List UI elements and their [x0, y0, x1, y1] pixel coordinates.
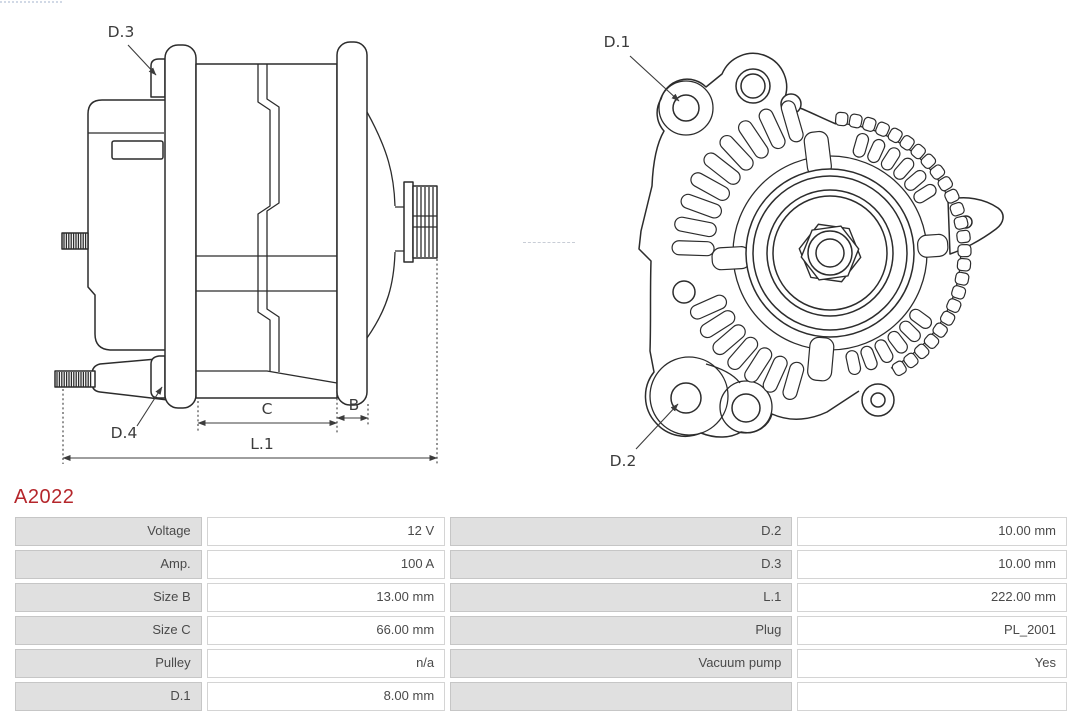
spec-label-cell: Voltage	[15, 517, 202, 546]
ear-top	[150, 58, 166, 98]
side-view-drawing: D.3 D.4 C B L.1	[54, 23, 438, 464]
spec-value-cell: 12 V	[206, 517, 446, 546]
watermark-fragment	[0, 1, 62, 3]
spec-row: Pulley n/a Vacuum pump Yes	[15, 649, 1067, 678]
part-number: A2022	[14, 486, 75, 508]
fan-spokes	[711, 130, 949, 382]
spec-label-cell: D.2	[450, 517, 793, 546]
hole-d1	[672, 94, 700, 122]
stud-lower-threads	[56, 372, 92, 387]
pulley-spline-ribs	[416, 187, 434, 257]
spec-value-cell: Yes	[797, 649, 1067, 678]
pulley	[745, 168, 915, 338]
stud-upper-threads	[63, 233, 87, 249]
label-d2: D.2	[610, 452, 637, 470]
bottom-tab-hole	[870, 392, 886, 408]
spec-row: Voltage 12 V D.2 10.00 mm	[15, 517, 1067, 546]
leader-d1	[629, 55, 680, 102]
spec-label-cell: D.3	[450, 550, 793, 579]
boss-bottom2-circle	[719, 380, 773, 434]
label-d3: D.3	[108, 23, 135, 41]
spec-value-cell: 222.00 mm	[797, 583, 1067, 612]
mount-flange-left	[164, 44, 197, 409]
shaft-bore	[815, 238, 845, 268]
technical-drawing: D.3 D.4 C B L.1	[54, 23, 1004, 470]
label-b: B	[349, 396, 360, 414]
boss-bottom-circle	[649, 356, 729, 436]
spec-value-cell: 8.00 mm	[206, 682, 446, 711]
alternator-drawing-svg: D.3 D.4 C B L.1	[54, 23, 1004, 470]
label-d1: D.1	[604, 33, 631, 51]
terminal-slot	[111, 140, 164, 160]
serrated-ring-teeth	[834, 111, 972, 377]
spec-value-cell: PL_2001	[797, 616, 1067, 645]
front-view-drawing: D.1 D.2	[604, 33, 1004, 470]
spec-label-cell: Vacuum pump	[450, 649, 793, 678]
boss-top-circle	[658, 80, 714, 136]
spec-label-cell: Plug	[450, 616, 793, 645]
spec-value-cell: 66.00 mm	[206, 616, 446, 645]
spec-label-cell: Amp.	[15, 550, 202, 579]
front-bracket-curve	[366, 111, 396, 339]
hole-top2-inner	[740, 73, 766, 99]
hole-bottom2	[731, 393, 761, 423]
leader-d3	[127, 44, 157, 76]
hole-left-mid	[672, 280, 696, 304]
spec-label-cell: Pulley	[15, 649, 202, 678]
mount-flange-right	[336, 41, 368, 406]
label-l1: L.1	[250, 435, 273, 453]
plate-web-line	[705, 363, 741, 384]
spec-table: Voltage 12 V D.2 10.00 mm Amp. 100 A D.3…	[10, 513, 1072, 715]
spec-value-cell	[797, 682, 1067, 711]
spec-value-cell: 13.00 mm	[206, 583, 446, 612]
label-d4: D.4	[111, 424, 138, 442]
leader-d4	[136, 386, 163, 427]
spec-row: Size B 13.00 mm L.1 222.00 mm	[15, 583, 1067, 612]
spec-value-cell: 10.00 mm	[797, 550, 1067, 579]
spec-value-cell: 10.00 mm	[797, 517, 1067, 546]
body-parting-line-2	[266, 64, 280, 372]
stud-lower	[54, 370, 96, 388]
spec-label-cell: Size B	[15, 583, 202, 612]
spec-value-cell: 100 A	[206, 550, 446, 579]
label-c: C	[262, 400, 273, 418]
spec-row: D.1 8.00 mm	[15, 682, 1067, 711]
spec-row: Amp. 100 A D.3 10.00 mm	[15, 550, 1067, 579]
watermark-fragment	[523, 242, 575, 243]
spec-label-cell: Size C	[15, 616, 202, 645]
spec-label-cell: L.1	[450, 583, 793, 612]
body-parting-line-1	[257, 64, 271, 372]
pulley-end-plate	[403, 181, 414, 263]
pulley-groove-lines	[413, 215, 437, 228]
leader-d2	[635, 403, 679, 450]
hole-d2	[670, 382, 702, 414]
spec-label-cell: D.1	[15, 682, 202, 711]
body-foot-line	[196, 370, 338, 384]
spec-label-cell	[450, 682, 793, 711]
rear-housing	[87, 99, 169, 351]
spec-value-cell: n/a	[206, 649, 446, 678]
vent-slots	[671, 100, 937, 400]
spec-row: Size C 66.00 mm Plug PL_2001	[15, 616, 1067, 645]
ear-bottom	[150, 355, 166, 399]
